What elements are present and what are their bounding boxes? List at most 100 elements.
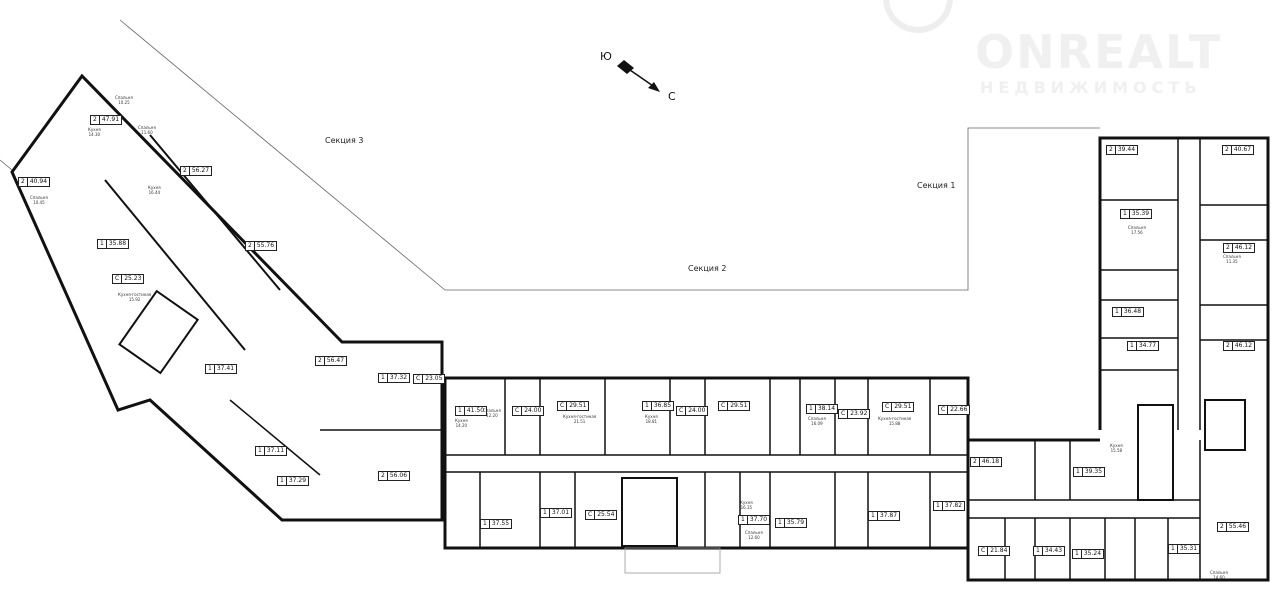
apartment-rooms: 1 xyxy=(1074,468,1083,476)
apartment-rooms: С xyxy=(586,511,596,519)
room-area: 12.60 xyxy=(748,535,760,540)
apartment-rooms: 2 xyxy=(1218,523,1227,531)
apartment-area: 21.84 xyxy=(990,547,1008,554)
apartment-area: 22.66 xyxy=(950,406,968,413)
room-area: 11.35 xyxy=(1226,259,1238,264)
apartment-area: 46.18 xyxy=(981,458,1000,465)
room-name: Спальня xyxy=(1210,570,1228,575)
apartment-area: 41.50 xyxy=(466,407,485,414)
room-name: Спальня xyxy=(483,408,501,413)
apartment-rooms: С xyxy=(839,410,849,418)
apartment-rooms: С xyxy=(883,403,893,411)
room-area: 14.60 xyxy=(1213,575,1225,580)
room-name: Кухня xyxy=(740,500,753,505)
room-area: 15.58 xyxy=(1110,448,1123,453)
apartment-area: 35.39 xyxy=(1131,210,1150,217)
apartment-rooms: 1 xyxy=(456,407,465,415)
section-1-walls xyxy=(966,136,1270,582)
apartment-area: 35.24 xyxy=(1083,550,1102,557)
apartment-area: 37.87 xyxy=(879,512,898,519)
apartment-area: 29.51 xyxy=(569,402,587,409)
apartment-rooms: С xyxy=(979,547,989,555)
room-area: 12.20 xyxy=(486,413,498,418)
apartment-area: 55.76 xyxy=(256,242,275,249)
apartment-area: 36.48 xyxy=(1123,308,1142,315)
apartment-rooms: 2 xyxy=(181,167,190,175)
apartment-area: 55.46 xyxy=(1228,523,1247,530)
room-area: 15.92 xyxy=(128,297,141,302)
apartment-rooms: 2 xyxy=(1107,146,1116,154)
apartment-area: 56.06 xyxy=(389,472,408,479)
apartment-rooms: 1 xyxy=(278,477,287,485)
apartment-rooms: С xyxy=(939,406,949,414)
apartment-area: 47.91 xyxy=(101,116,120,123)
room-area: 18.81 xyxy=(645,419,658,424)
apartment-area: 37.29 xyxy=(288,477,307,484)
section-3-walls xyxy=(10,73,444,522)
room-area: 10.45 xyxy=(33,200,45,205)
room-name: Спальня xyxy=(1223,254,1241,259)
apartment-rooms: 2 xyxy=(19,178,28,186)
apartment-rooms: 2 xyxy=(316,357,325,365)
room-name: Кухня-гостиная xyxy=(563,414,597,419)
apartment-area: 37.70 xyxy=(749,516,768,523)
apartment-rooms: 1 xyxy=(934,502,943,510)
apartment-area: 29.51 xyxy=(730,402,748,409)
room-area: 16.44 xyxy=(148,190,161,195)
compass-arrow-icon xyxy=(617,60,660,92)
apartment-area: 23.92 xyxy=(850,410,868,417)
